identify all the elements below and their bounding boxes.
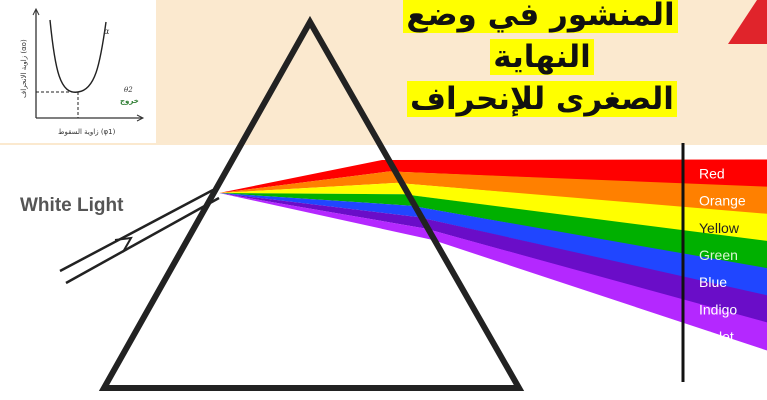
title-line-2: الصغرى للإنحراف bbox=[407, 81, 677, 117]
inset-graph: α θ2 خروج زاوية السقوط (φ1) زاوية الانحر… bbox=[0, 0, 156, 143]
page-title: المنشور في وضع النهاية الصغرى للإنحراف bbox=[352, 0, 732, 120]
spectrum-label-blue: Blue bbox=[699, 274, 727, 290]
inset-curve-label: α bbox=[104, 27, 110, 36]
spectrum-label-red: Red bbox=[699, 166, 725, 182]
spectrum-label-violet: Violet bbox=[699, 328, 734, 344]
spectrum-label-yellow: Yellow bbox=[699, 220, 740, 236]
inset-y-axis-label: زاوية الانحراف (αo) bbox=[20, 39, 28, 98]
spectrum-label-indigo: Indigo bbox=[699, 301, 737, 317]
inset-angle-label: θ2 bbox=[124, 86, 133, 94]
spectrum-label-green: Green bbox=[699, 247, 738, 263]
title-line-1: المنشور في وضع النهاية bbox=[403, 0, 677, 75]
inset-marker-label: خروج bbox=[120, 97, 139, 105]
inset-x-axis-label: زاوية السقوط (φ1) bbox=[58, 128, 116, 136]
spectrum-label-orange: Orange bbox=[699, 193, 746, 209]
white-light-label: White Light bbox=[20, 195, 124, 216]
